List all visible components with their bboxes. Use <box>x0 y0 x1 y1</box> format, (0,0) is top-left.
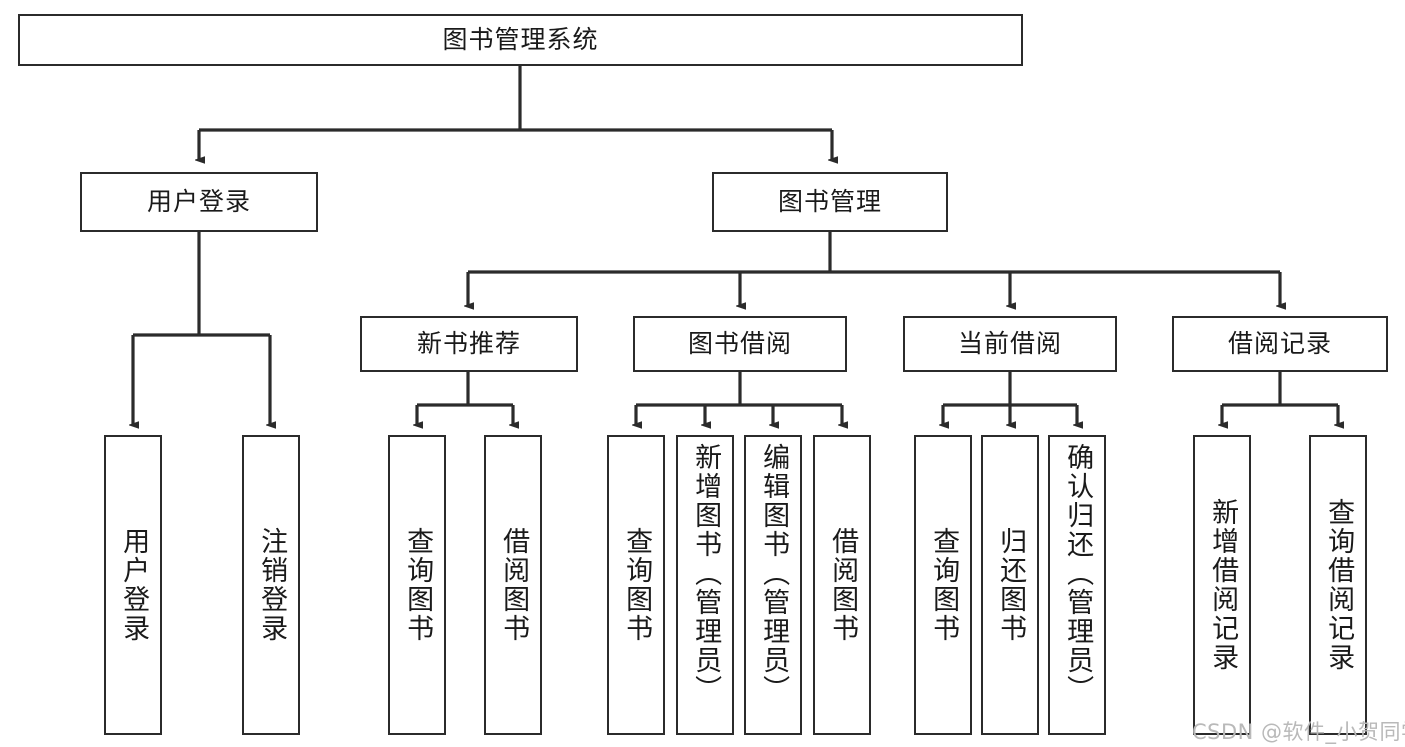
leaf-current-return-book[interactable]: 归还图书 <box>981 435 1039 735</box>
leaf-borrow-borrow-book[interactable]: 借阅图书 <box>813 435 871 735</box>
leaf-logout[interactable]: 注销登录 <box>242 435 300 735</box>
leaf-recommend-query-book-label: 查询图书 <box>402 527 434 643</box>
leaf-borrow-add-book-admin[interactable]: 新增图书（管理员） <box>676 435 734 735</box>
leaf-record-query-record-label: 查询借阅记录 <box>1323 498 1355 672</box>
node-user-login-label: 用户登录 <box>146 187 251 217</box>
leaf-borrow-borrow-book-label: 借阅图书 <box>827 527 859 643</box>
leaf-recommend-borrow-book[interactable]: 借阅图书 <box>484 435 542 735</box>
node-user-login[interactable]: 用户登录 <box>80 172 318 232</box>
leaf-borrow-add-book-admin-label: 新增图书（管理员） <box>690 443 722 704</box>
node-new-book-recommend[interactable]: 新书推荐 <box>360 316 578 372</box>
leaf-logout-label: 注销登录 <box>256 527 288 643</box>
leaf-recommend-borrow-book-label: 借阅图书 <box>498 527 530 643</box>
leaf-borrow-edit-book-admin[interactable]: 编辑图书（管理员） <box>744 435 802 735</box>
node-book-borrow[interactable]: 图书借阅 <box>633 316 847 372</box>
node-book-borrow-label: 图书借阅 <box>687 329 792 359</box>
leaf-record-add-record[interactable]: 新增借阅记录 <box>1193 435 1251 735</box>
leaf-current-confirm-return-admin-label: 确认归还（管理员） <box>1062 443 1094 704</box>
node-borrow-record[interactable]: 借阅记录 <box>1172 316 1388 372</box>
node-new-book-recommend-label: 新书推荐 <box>416 329 521 359</box>
node-current-borrow-label: 当前借阅 <box>957 329 1062 359</box>
leaf-recommend-query-book[interactable]: 查询图书 <box>388 435 446 735</box>
node-borrow-record-label: 借阅记录 <box>1227 329 1332 359</box>
leaf-borrow-query-book[interactable]: 查询图书 <box>607 435 665 735</box>
node-book-management[interactable]: 图书管理 <box>712 172 948 232</box>
leaf-current-query-book-label: 查询图书 <box>928 527 960 643</box>
leaf-current-return-book-label: 归还图书 <box>995 527 1027 643</box>
leaf-current-query-book[interactable]: 查询图书 <box>914 435 972 735</box>
leaf-current-confirm-return-admin[interactable]: 确认归还（管理员） <box>1048 435 1106 735</box>
leaf-record-add-record-label: 新增借阅记录 <box>1207 498 1239 672</box>
node-root-system[interactable]: 图书管理系统 <box>18 14 1023 66</box>
node-root-label: 图书管理系统 <box>442 25 599 55</box>
leaf-user-login[interactable]: 用户登录 <box>104 435 162 735</box>
leaf-user-login-label: 用户登录 <box>118 527 150 643</box>
node-book-management-label: 图书管理 <box>777 187 882 217</box>
leaf-record-query-record[interactable]: 查询借阅记录 <box>1309 435 1367 735</box>
node-current-borrow[interactable]: 当前借阅 <box>903 316 1117 372</box>
leaf-borrow-edit-book-admin-label: 编辑图书（管理员） <box>758 443 790 704</box>
leaf-borrow-query-book-label: 查询图书 <box>621 527 653 643</box>
csdn-watermark: CSDN @软件_小贺同学 <box>1192 720 1405 744</box>
